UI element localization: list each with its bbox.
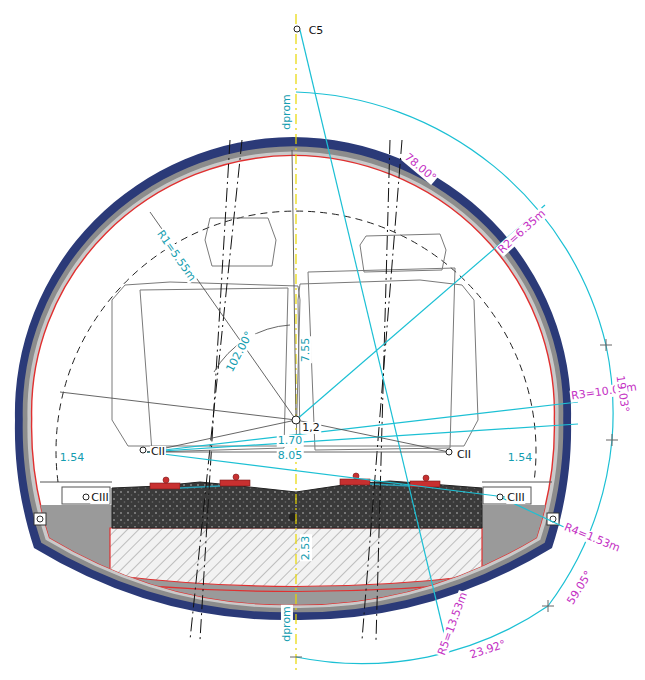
angle-label: 19.03° [613, 374, 630, 414]
ballast-bed [112, 481, 482, 528]
drain-right [547, 513, 559, 525]
point-name: CIII [506, 492, 525, 504]
radius-label: R2=6.35m [495, 207, 548, 257]
centreline [295, 14, 296, 670]
walkway-left [62, 487, 110, 504]
point-name: C5 [308, 25, 325, 37]
angle-label: 78.00° [401, 151, 439, 185]
drain-pipe [37, 516, 43, 522]
radius-label: R1=5.55m [154, 228, 199, 285]
dimension-label: 7.55 [300, 337, 312, 364]
angle-label: 59.05° [565, 568, 596, 607]
dimension-label: 1.54 [507, 452, 534, 464]
angle-label: 23.92° [468, 638, 509, 662]
dimension-label: 1.70 [277, 435, 304, 447]
centre-point [83, 26, 503, 500]
angle-label: 102.00° [224, 329, 256, 375]
dimension-label: dprom [281, 605, 293, 643]
dimension-label: 1.54 [59, 452, 86, 464]
level-line [482, 482, 552, 483]
radius-label: R4=1.53m [561, 521, 622, 555]
point-name: CII [150, 446, 166, 458]
point-name: CIII [90, 492, 109, 504]
drain-left [34, 513, 46, 525]
point-name: CII [456, 449, 472, 461]
radius-line [147, 30, 578, 650]
dimension-label: dprom [281, 93, 293, 131]
dimension-label: 8.05 [277, 450, 304, 462]
rail-symbols [150, 473, 440, 489]
angle-arc [296, 92, 613, 664]
level-line [40, 482, 112, 483]
clearance-circle [56, 211, 536, 482]
construction-line [60, 150, 449, 452]
point-name: 1,2 [301, 422, 321, 434]
dimension-label: 2.53 [300, 535, 312, 562]
radius-label: R5=13.53m [436, 590, 471, 658]
track-level [180, 484, 410, 488]
